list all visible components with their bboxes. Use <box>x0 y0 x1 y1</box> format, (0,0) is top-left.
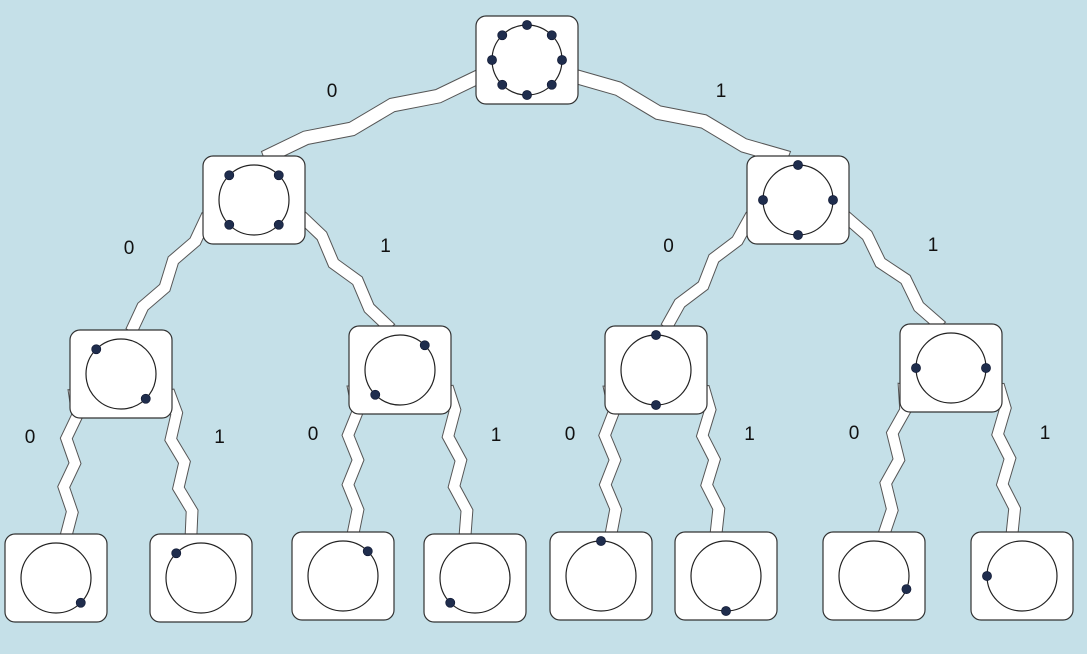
node-point <box>171 548 182 559</box>
edge-label-01-011: 1 <box>491 425 502 446</box>
node-0 <box>202 155 306 245</box>
node-point <box>75 597 86 608</box>
node-root <box>475 15 579 105</box>
node-01 <box>348 325 452 415</box>
edge-root-0 <box>260 68 484 166</box>
node-circle <box>986 540 1058 612</box>
node-point <box>546 30 557 41</box>
node-point <box>651 400 661 410</box>
node-110 <box>822 531 926 621</box>
edges-layer <box>57 68 1022 538</box>
nodes-layer <box>4 15 1074 623</box>
node-point <box>370 389 381 400</box>
edge-0-01 <box>295 211 396 333</box>
node-point <box>497 79 508 90</box>
node-011 <box>423 533 527 623</box>
node-circle <box>218 164 290 236</box>
node-circle <box>20 542 92 614</box>
node-circle <box>307 540 379 612</box>
node-circle <box>915 332 987 404</box>
node-10 <box>604 325 708 415</box>
node-point <box>911 363 921 373</box>
edge-label-10-101: 1 <box>744 424 755 445</box>
node-111 <box>970 531 1074 621</box>
node-101 <box>674 531 778 621</box>
node-point <box>546 79 557 90</box>
node-1 <box>746 155 850 245</box>
node-000 <box>4 533 108 623</box>
node-00 <box>69 329 173 419</box>
edge-root-1 <box>570 68 792 166</box>
node-circle <box>439 542 511 614</box>
edge-label-10-100: 0 <box>565 424 576 445</box>
edge-0-00 <box>125 211 213 337</box>
node-point <box>557 55 567 65</box>
node-circle <box>620 334 692 406</box>
node-010 <box>291 531 395 621</box>
edge-labels-layer: 0 1 0 1 0 1 0 1 0 1 0 1 0 1 <box>25 81 1051 448</box>
node-circle <box>85 338 157 410</box>
edge-label-root-0: 0 <box>327 81 338 102</box>
node-point <box>596 536 606 546</box>
edge-label-00-001: 1 <box>214 427 225 448</box>
node-point <box>273 219 284 230</box>
node-point <box>224 170 235 181</box>
node-circle <box>364 334 436 406</box>
edge-label-root-1: 1 <box>716 81 727 102</box>
edge-label-0-01: 1 <box>380 236 391 257</box>
edge-label-1-11: 1 <box>928 235 939 256</box>
edge-label-0-00: 0 <box>124 238 135 259</box>
node-point <box>522 20 532 30</box>
node-point <box>445 597 456 608</box>
node-001 <box>149 533 253 623</box>
edge-1-10 <box>660 211 757 333</box>
node-point <box>901 584 912 595</box>
node-11 <box>899 323 1003 413</box>
edge-1-11 <box>839 211 947 331</box>
node-point <box>362 546 373 557</box>
node-circle <box>762 164 834 236</box>
node-point <box>140 393 151 404</box>
edge-label-01-010: 0 <box>308 424 319 445</box>
edge-label-11-111: 1 <box>1040 423 1051 444</box>
node-point <box>522 90 532 100</box>
node-circle <box>565 540 637 612</box>
node-point <box>487 55 497 65</box>
node-point <box>758 195 768 205</box>
node-point <box>224 219 235 230</box>
node-point <box>793 160 803 170</box>
node-circle <box>690 540 762 612</box>
node-circle <box>165 542 237 614</box>
node-point <box>721 606 731 616</box>
edge-label-11-110: 0 <box>849 423 860 444</box>
node-point <box>419 340 430 351</box>
node-point <box>497 30 508 41</box>
edge-label-00-000: 0 <box>25 427 36 448</box>
node-circle <box>838 540 910 612</box>
node-point <box>982 571 992 581</box>
edge-label-1-10: 0 <box>663 236 674 257</box>
node-point <box>651 330 661 340</box>
node-point <box>793 230 803 240</box>
node-point <box>273 170 284 181</box>
node-100 <box>549 531 653 621</box>
node-point <box>981 363 991 373</box>
node-point <box>828 195 838 205</box>
node-point <box>91 344 102 355</box>
